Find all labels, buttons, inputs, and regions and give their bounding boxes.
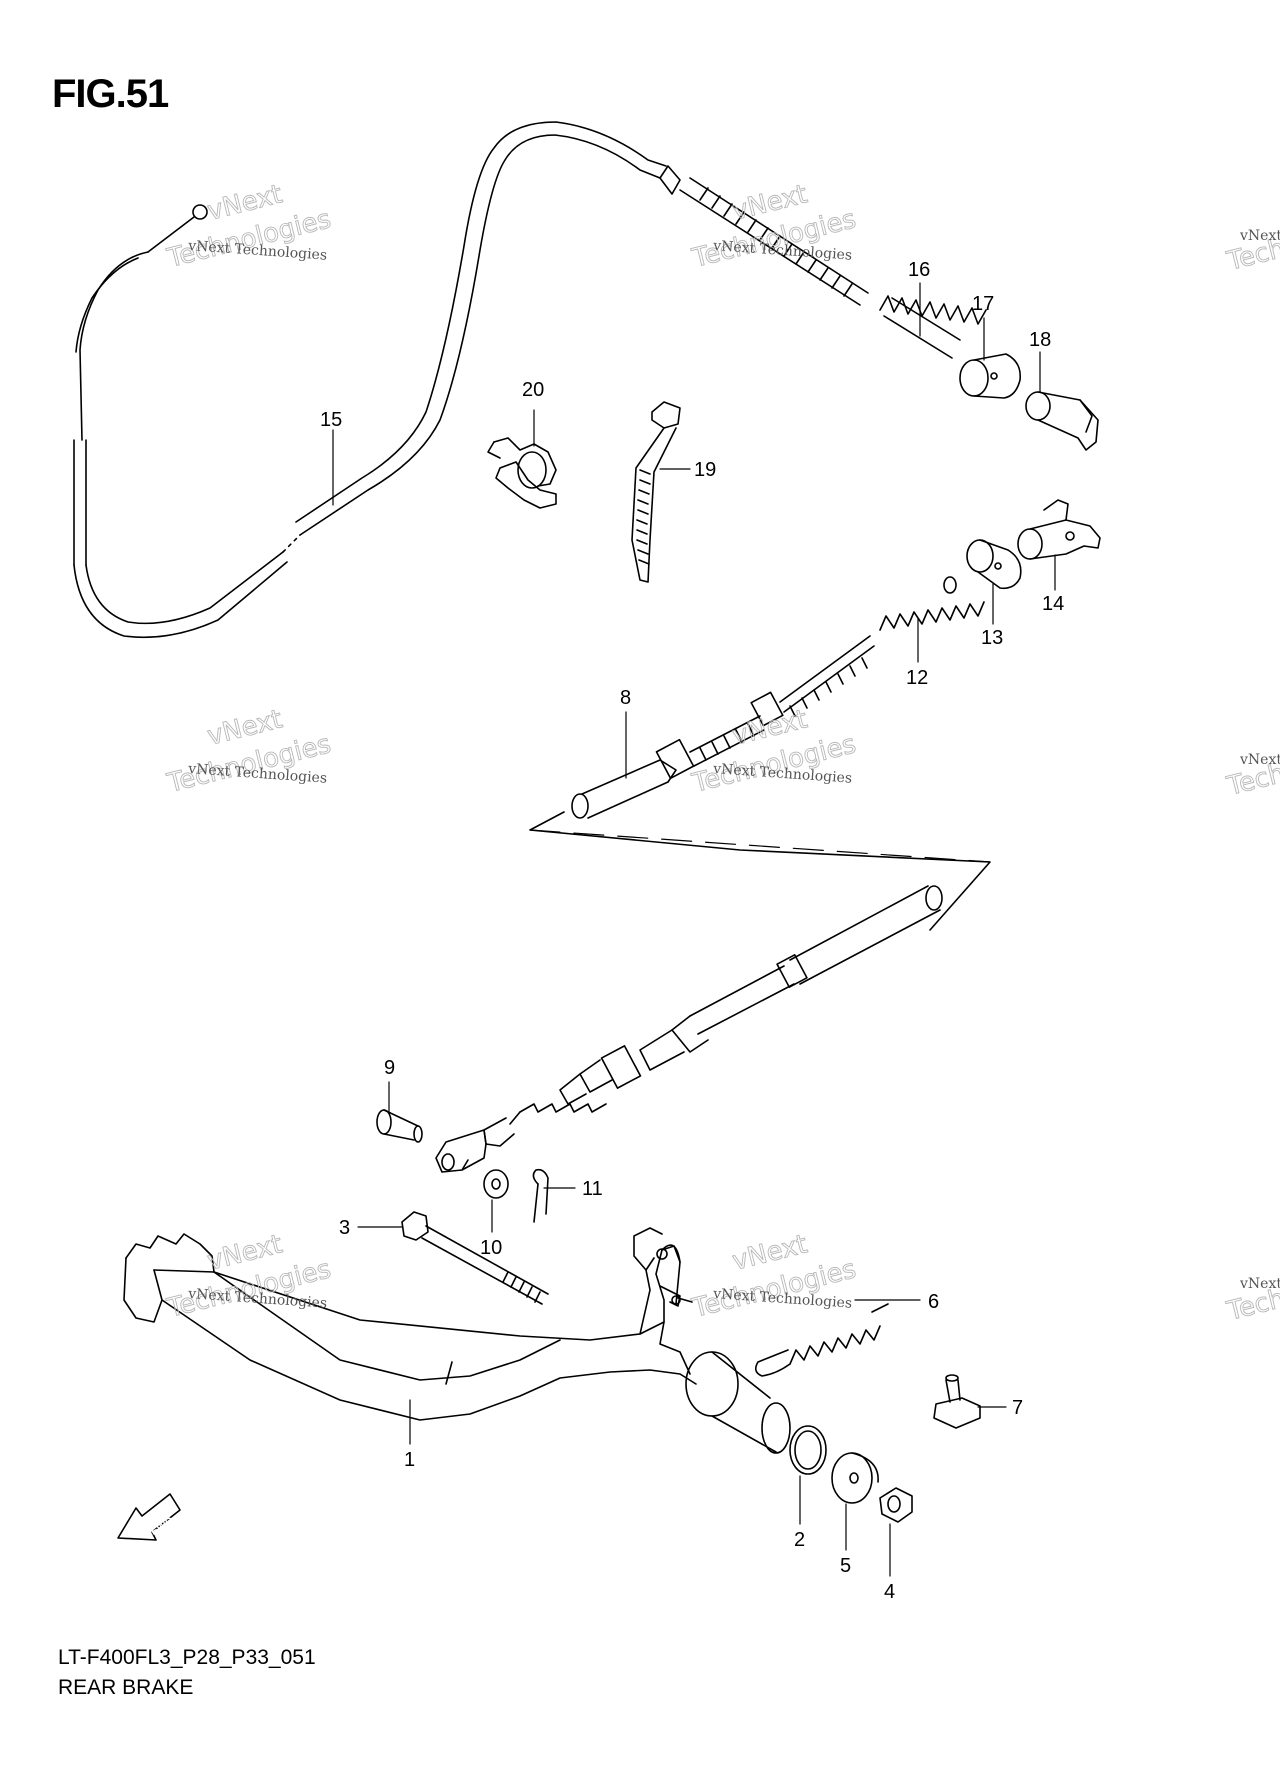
callout-16: 16: [908, 259, 930, 281]
cable-end-bracket-18: [1025, 391, 1099, 451]
callout-18: 18: [1029, 329, 1051, 351]
callout-19: 19: [694, 459, 716, 481]
collar-17: [959, 353, 1022, 399]
cable-break-line: [529, 811, 991, 931]
cable-tie-19: [631, 401, 681, 583]
callout-7: 7: [1012, 1397, 1023, 1419]
callout-12: 12: [906, 667, 928, 689]
cotter-pin-11: [532, 1168, 549, 1223]
figure-title: FIG.51: [52, 72, 169, 116]
brake-cable-lower-8: [571, 635, 875, 819]
clevis-pin-9: [376, 1109, 423, 1143]
fwd-arrow-label: FWD: [149, 1515, 177, 1538]
spring-16: [879, 295, 987, 359]
cable-end-bracket-14: [1017, 499, 1101, 560]
model-code: LT-F400FL3_P28_P33_051: [58, 1646, 316, 1669]
watermark-caption: vNext Technologies: [1239, 228, 1280, 244]
callout-2: 2: [794, 1529, 805, 1551]
callout-3: 3: [339, 1217, 350, 1239]
callout-11: 11: [582, 1178, 603, 1200]
section-name: REAR BRAKE: [58, 1676, 194, 1699]
callouts: 15 16 17 18 20 19 14 13 12 8 9 10 11 3 1…: [320, 259, 1064, 1603]
callout-15: 15: [320, 409, 342, 431]
callout-6: 6: [928, 1291, 939, 1313]
watermark-caption: vNext Technologies: [1239, 1276, 1280, 1292]
watermark-caption: vNext Technologies: [1239, 752, 1280, 768]
watermark: Technologies: [1223, 1257, 1280, 1328]
return-spring-6: [754, 1303, 889, 1377]
adjuster-bolt-7: [933, 1374, 981, 1429]
fwd-arrow-icon: [117, 1493, 181, 1541]
nut-4: [879, 1487, 913, 1523]
callout-10: 10: [480, 1237, 502, 1259]
watermark-group: vNext Technologies vNext Technologies vN…: [163, 179, 1280, 1328]
callout-8: 8: [620, 687, 631, 709]
clevis: [435, 1129, 487, 1173]
brake-pedal-1: [123, 1227, 791, 1454]
leader-lines: [332, 282, 1056, 1577]
callout-1: 1: [404, 1449, 415, 1471]
callout-4: 4: [884, 1581, 895, 1603]
watermark-brand-bottom: Technologies: [1223, 1257, 1280, 1327]
brake-cable-lower-continuation: [483, 885, 943, 1147]
callout-13: 13: [981, 627, 1003, 649]
washer-5: [831, 1452, 879, 1504]
collar-13: [966, 539, 1022, 590]
callout-9: 9: [384, 1057, 395, 1079]
spring-12: [879, 576, 985, 631]
cable-clamp-20: [487, 437, 557, 509]
callout-14: 14: [1042, 593, 1064, 615]
washer-10: [483, 1169, 509, 1199]
watermark: vNext Technologies: [163, 704, 334, 800]
callout-5: 5: [840, 1555, 851, 1577]
callout-20: 20: [522, 379, 544, 401]
bolt-3: [401, 1211, 549, 1305]
callout-17: 17: [972, 293, 994, 315]
o-ring-2: [789, 1425, 827, 1475]
brake-cable-upper-15: [73, 121, 869, 639]
